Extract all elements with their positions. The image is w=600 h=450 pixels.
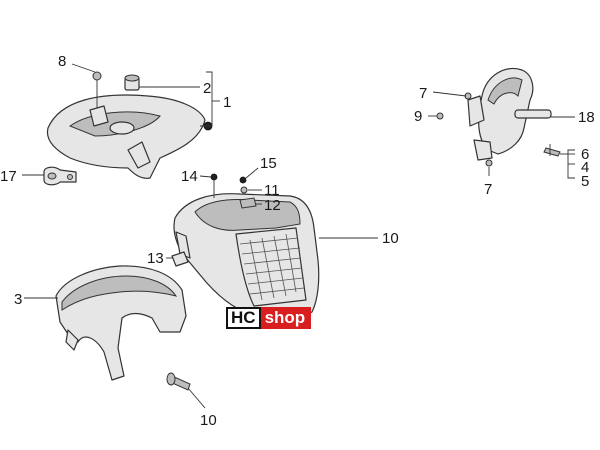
bolt-6 bbox=[543, 144, 561, 157]
callout-2: 2 bbox=[203, 80, 211, 97]
screw-15 bbox=[210, 173, 218, 198]
callout-1: 1 bbox=[223, 94, 231, 111]
callout-7-bottom: 7 bbox=[484, 181, 492, 198]
callout-6: 6 bbox=[581, 146, 589, 163]
screw-16 bbox=[239, 176, 247, 184]
callout-8: 9 bbox=[414, 108, 422, 125]
callout-11: 10 bbox=[382, 230, 399, 247]
front-mudguard-3 bbox=[55, 265, 187, 381]
callout-3: 3 bbox=[14, 291, 22, 308]
callout-7-top: 7 bbox=[419, 85, 427, 102]
callout-15: 14 bbox=[181, 168, 198, 185]
screw-10 bbox=[166, 372, 191, 391]
logo-shop-text: shop bbox=[260, 307, 312, 329]
callout-12: 11 bbox=[264, 182, 280, 199]
callout-9: 8 bbox=[58, 53, 66, 70]
washer-12 bbox=[240, 186, 248, 194]
logo-hc-text: HC bbox=[226, 307, 261, 329]
screw-8 bbox=[436, 112, 444, 120]
bushing-2 bbox=[124, 74, 140, 91]
upper-headlight-cover bbox=[46, 94, 206, 179]
clip-14 bbox=[171, 251, 189, 267]
callout-17: 17 bbox=[0, 168, 17, 185]
leader-lines bbox=[22, 63, 575, 409]
hcshop-logo: HC shop bbox=[226, 307, 312, 329]
front-shield-11 bbox=[173, 193, 320, 319]
callout-4: 4 bbox=[581, 159, 589, 176]
clip-17 bbox=[43, 166, 77, 186]
headlight-assembly bbox=[467, 67, 552, 161]
callout-13: 12 bbox=[264, 197, 281, 214]
callout-16: 15 bbox=[260, 155, 277, 172]
callout-18: 18 bbox=[578, 109, 595, 126]
screw-7-bottom bbox=[485, 159, 493, 167]
callout-14: 13 bbox=[147, 250, 164, 267]
callout-5: 5 bbox=[581, 173, 589, 190]
screw-9 bbox=[92, 71, 102, 108]
callout-10: 10 bbox=[200, 412, 217, 429]
clip-13 bbox=[239, 197, 257, 209]
